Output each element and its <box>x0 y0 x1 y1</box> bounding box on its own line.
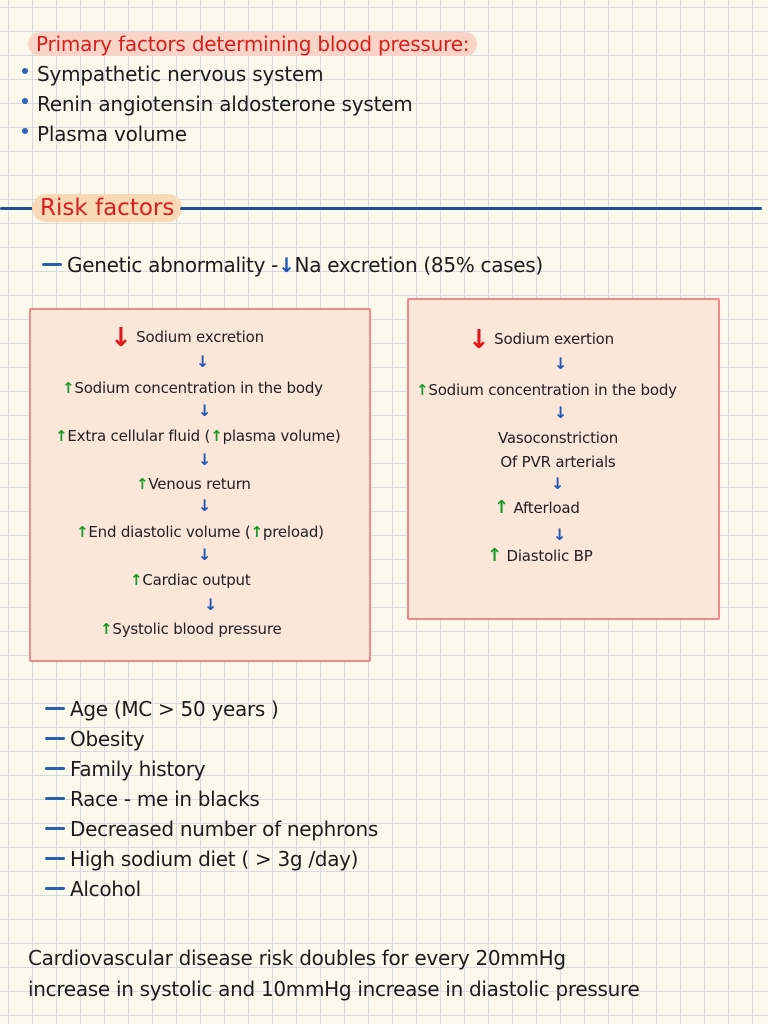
dash-icon <box>42 263 62 266</box>
flow-step: Vasoconstriction Of PVR arterials <box>497 429 619 471</box>
flow-step: ↑Sodium concentration in the body <box>62 379 323 397</box>
up-arrow-icon: ↑ <box>76 523 89 541</box>
down-arrow-icon: ↓ <box>554 403 568 422</box>
right-flow-box <box>407 298 720 620</box>
risk-factors-heading: Risk factors <box>32 194 183 222</box>
dash-icon <box>45 857 65 860</box>
dash-icon <box>45 767 65 770</box>
primary-heading: Primary factors determining blood pressu… <box>28 32 478 56</box>
up-arrow-icon: ↑ <box>130 571 143 589</box>
dash-icon <box>45 887 65 890</box>
list-item: Race - me in blacks <box>45 785 260 813</box>
bullet-icon <box>22 97 28 104</box>
footer-line-1: Cardiovascular disease risk doubles for … <box>28 946 566 970</box>
down-arrow-icon: ↓ <box>198 545 212 564</box>
down-arrow-icon: ↓ <box>198 496 212 515</box>
left-flow-box <box>29 308 371 662</box>
up-arrow-icon: ↑ <box>100 620 113 638</box>
footer-line-2: increase in systolic and 10mmHg increase… <box>28 977 640 1001</box>
up-arrow-icon: ↑ <box>55 427 68 445</box>
list-item: High sodium diet ( > 3g /day) <box>45 845 358 873</box>
up-arrow-icon: ↑ <box>494 497 509 518</box>
down-arrow-icon: ↓ <box>554 354 568 373</box>
flow-step: ↓ Sodium excretion <box>110 323 264 353</box>
up-arrow-icon: ↑ <box>250 523 264 541</box>
list-item: Decreased number of nephrons <box>45 815 378 843</box>
down-arrow-icon: ↓ <box>553 525 567 544</box>
bullet-icon <box>22 67 28 74</box>
flow-step: ↑Systolic blood pressure <box>100 620 282 638</box>
flow-step: ↑Sodium concentration in the body <box>416 381 677 399</box>
flow-step: ↑ Afterload <box>494 497 580 518</box>
flow-step: ↑End diastolic volume (↑preload) <box>76 523 324 541</box>
list-item: Obesity <box>45 725 145 753</box>
list-item: Family history <box>45 755 206 783</box>
down-arrow-icon: ↓ <box>110 323 132 353</box>
up-arrow-icon: ↑ <box>210 427 223 445</box>
list-item: Alcohol <box>45 875 141 903</box>
down-arrow-icon: ↓ <box>198 401 212 420</box>
list-item: Age (MC > 50 years ) <box>45 695 279 723</box>
flow-step: ↓ Sodium exertion <box>468 325 614 355</box>
section-divider-right <box>180 207 762 210</box>
down-arrow-icon: ↓ <box>196 352 210 371</box>
genetic-abnormality-line: Genetic abnormality -↓Na excretion (85% … <box>42 251 543 279</box>
down-arrow-icon: ↓ <box>278 253 295 277</box>
flow-step: ↑Cardiac output <box>130 571 251 589</box>
up-arrow-icon: ↑ <box>487 545 502 566</box>
down-arrow-icon: ↓ <box>204 595 218 614</box>
bullet-icon <box>22 127 28 134</box>
flow-step: ↑ Diastolic BP <box>487 545 593 566</box>
list-item: Sympathetic nervous system <box>22 60 324 88</box>
list-item: Plasma volume <box>22 120 187 148</box>
dash-icon <box>45 707 65 710</box>
flow-step: ↑Extra cellular fluid (↑plasma volume) <box>55 427 341 445</box>
dash-icon <box>45 797 65 800</box>
dash-icon <box>45 827 65 830</box>
up-arrow-icon: ↑ <box>62 379 75 397</box>
dash-icon <box>45 737 65 740</box>
flow-step: ↑Venous return <box>136 475 251 493</box>
down-arrow-icon: ↓ <box>468 325 490 355</box>
section-divider-left <box>0 207 34 210</box>
up-arrow-icon: ↑ <box>416 381 429 399</box>
down-arrow-icon: ↓ <box>551 474 565 493</box>
list-item: Renin angiotensin aldosterone system <box>22 90 413 118</box>
down-arrow-icon: ↓ <box>198 450 212 469</box>
up-arrow-icon: ↑ <box>136 475 149 493</box>
